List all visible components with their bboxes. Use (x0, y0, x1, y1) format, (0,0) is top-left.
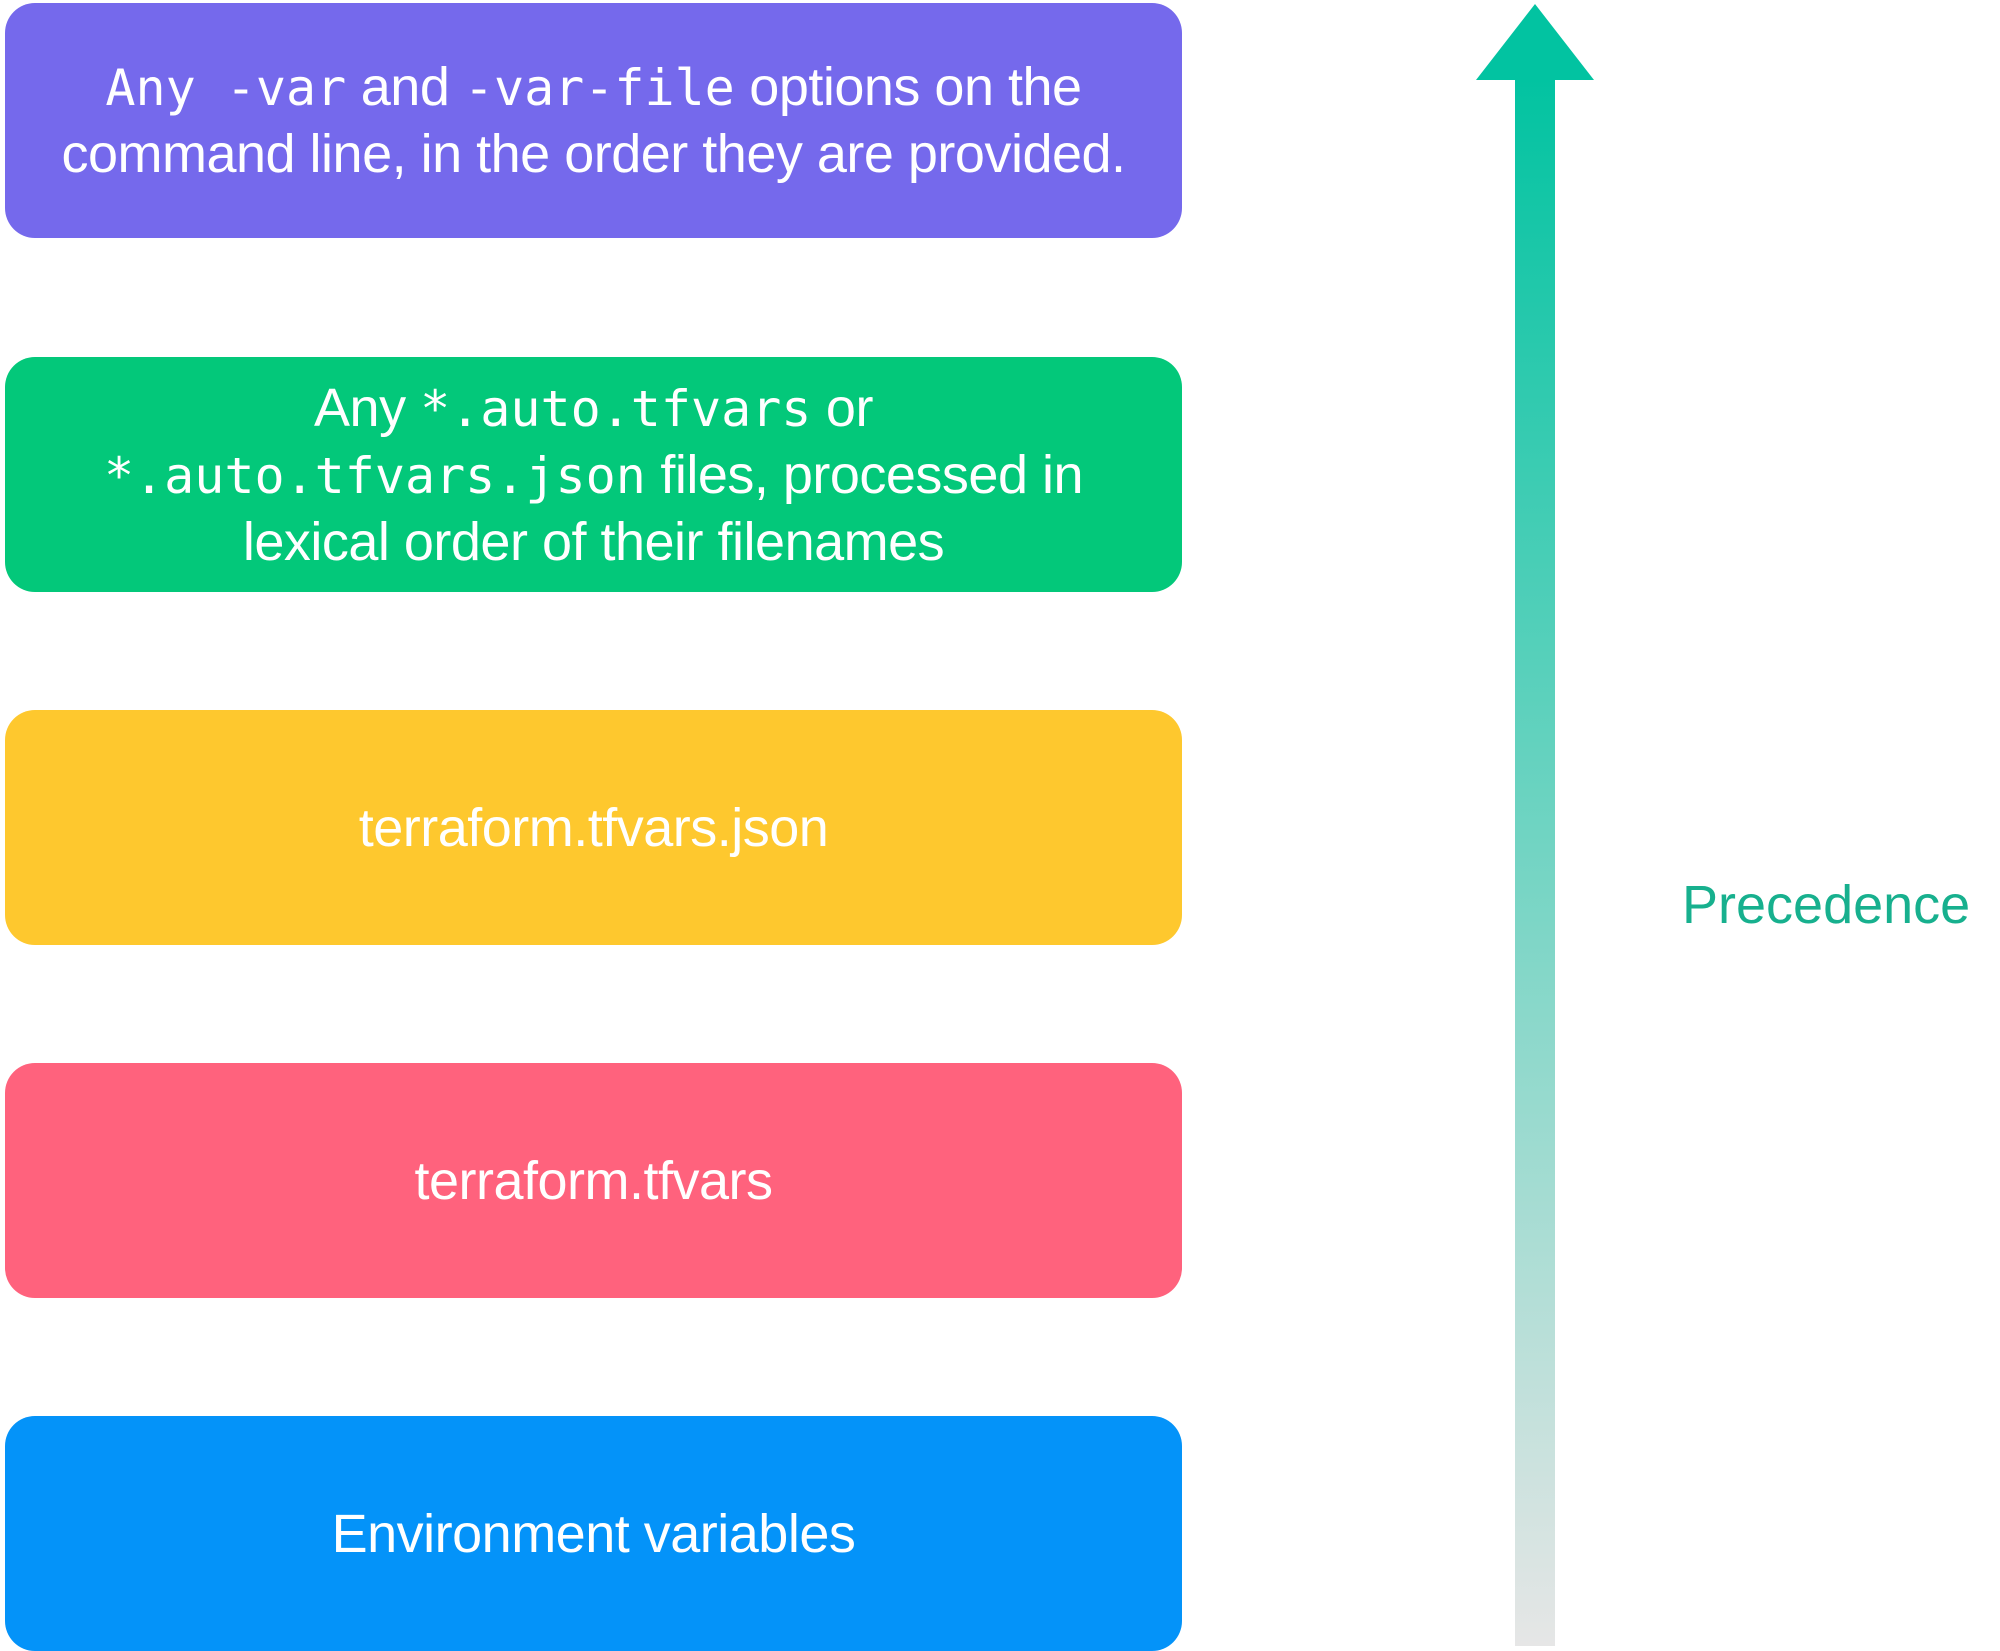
text-fragment: command line, in the order they are prov… (61, 124, 1126, 184)
layer-cli-options: Any -var and -var-file options on the com… (5, 3, 1182, 238)
layer-environment-variables: Environment variables (5, 1416, 1182, 1651)
layer-cli-options-text: Any -var and -var-file options on the com… (61, 54, 1126, 187)
arrow-head (1476, 4, 1594, 80)
text-fragment: and (346, 57, 464, 117)
precedence-label: Precedence (1682, 875, 1971, 935)
arrow-up-icon (1476, 4, 1594, 1646)
layer-auto-tfvars-text: Any *.auto.tfvars or *.auto.tfvars.json f… (103, 375, 1084, 575)
layer-auto-tfvars: Any *.auto.tfvars or *.auto.tfvars.json f… (5, 357, 1182, 592)
arrow-shaft (1515, 78, 1555, 1646)
text-fragment: terraform.tfvars.json (358, 797, 829, 858)
layer-terraform-tfvars-text: terraform.tfvars (414, 1148, 773, 1214)
text-fragment: or (811, 377, 874, 438)
precedence-arrow (1470, 0, 1600, 1647)
text-fragment: Environment variables (331, 1503, 856, 1564)
text-fragment: terraform.tfvars (414, 1150, 773, 1211)
text-fragment: lexical order of their filenames (242, 511, 945, 572)
layer-terraform-tfvars-json: terraform.tfvars.json (5, 710, 1182, 945)
text-fragment: options on the (734, 57, 1082, 117)
text-fragment: Any (314, 377, 421, 438)
layer-terraform-tfvars: terraform.tfvars (5, 1063, 1182, 1298)
code-fragment: -var-file (463, 59, 735, 117)
layer-environment-variables-text: Environment variables (332, 1501, 856, 1567)
code-fragment: *.auto.tfvars (420, 379, 812, 438)
code-fragment: *.auto.tfvars.json (103, 446, 646, 505)
text-fragment: files, processed in (645, 444, 1084, 505)
layer-terraform-tfvars-json-text: terraform.tfvars.json (359, 795, 829, 861)
code-fragment: Any -var (105, 59, 347, 117)
